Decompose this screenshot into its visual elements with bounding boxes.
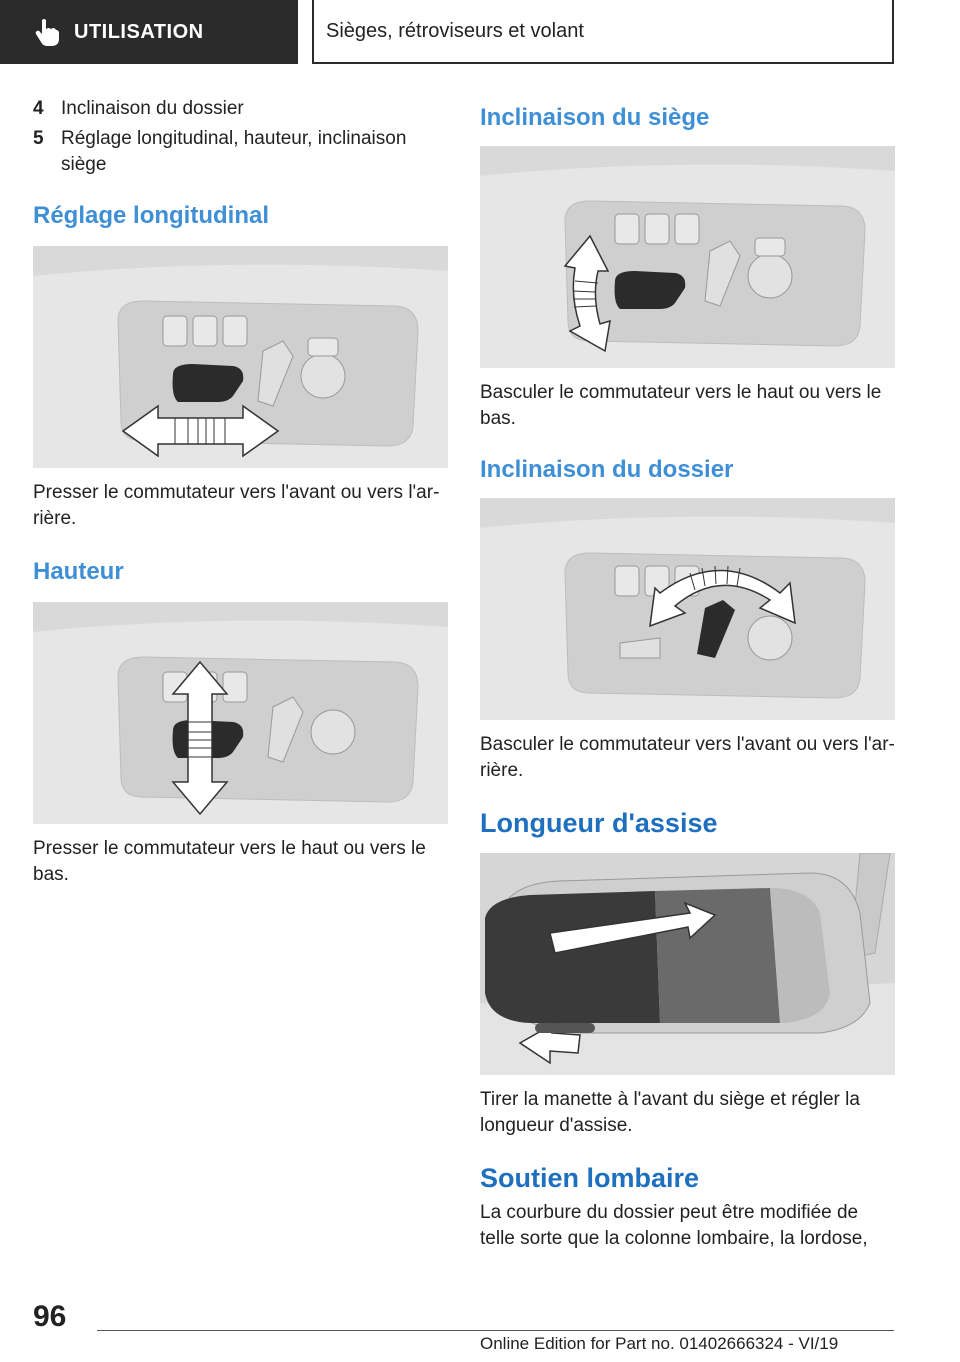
seat-control-illustration-longitudinal: [33, 246, 448, 468]
section-label: UTILISATION: [74, 20, 204, 43]
seat-cushion-illustration: [480, 853, 895, 1075]
paragraph: Basculer le commutateur vers le haut ou …: [480, 382, 882, 429]
section-title-longitudinal: Réglage longitudinal: [33, 202, 270, 229]
seat-control-illustration-height: [33, 602, 448, 824]
section-tab: UTILISATION: [0, 0, 298, 64]
section-title-hauteur: Hauteur: [33, 558, 124, 585]
left-column: 4 Inclinaison du dossier 5 Réglage longi…: [33, 96, 448, 888]
topic-label: Sièges, rétroviseurs et volant: [326, 19, 584, 42]
hand-pointer-icon: [35, 19, 59, 46]
page-number: 96: [33, 1300, 67, 1333]
topic-header: Sièges, rétroviseurs et volant: [312, 0, 894, 64]
item-text: Réglage longitudinal, hauteur, inclinais…: [61, 128, 407, 175]
edition-note: Online Edition for Part no. 01402666324 …: [480, 1334, 839, 1353]
section-title-inclinaison-siege: Inclinaison du siège: [480, 104, 710, 131]
item-text: Inclinaison du dossier: [61, 98, 244, 119]
right-column: Inclinaison du siège Basculer le commuta…: [480, 104, 895, 1252]
paragraph: Presser le commutateur vers l'avant ou v…: [33, 482, 440, 529]
paragraph: Tirer la manette à l'avant du siège et r…: [480, 1089, 860, 1136]
item-number: 5: [33, 128, 44, 149]
seat-control-illustration-seat-tilt: [480, 146, 895, 368]
seat-control-illustration-backrest: [480, 498, 895, 720]
list-item: 5 Réglage longitudinal, hauteur, inclina…: [33, 126, 448, 178]
footer-divider: [97, 1330, 894, 1331]
list-item: 4 Inclinaison du dossier: [33, 96, 448, 122]
section-title-inclinaison-dossier: Inclinaison du dossier: [480, 456, 734, 483]
paragraph: La courbure du dossier peut être modifié…: [480, 1202, 868, 1249]
paragraph: Basculer le commutateur vers l'avant ou …: [480, 734, 895, 781]
section-title-longueur-assise: Longueur d'assise: [480, 808, 718, 838]
item-number: 4: [33, 98, 44, 119]
paragraph: Presser le commutateur vers le haut ou v…: [33, 838, 426, 885]
section-title-soutien-lombaire: Soutien lombaire: [480, 1163, 700, 1193]
